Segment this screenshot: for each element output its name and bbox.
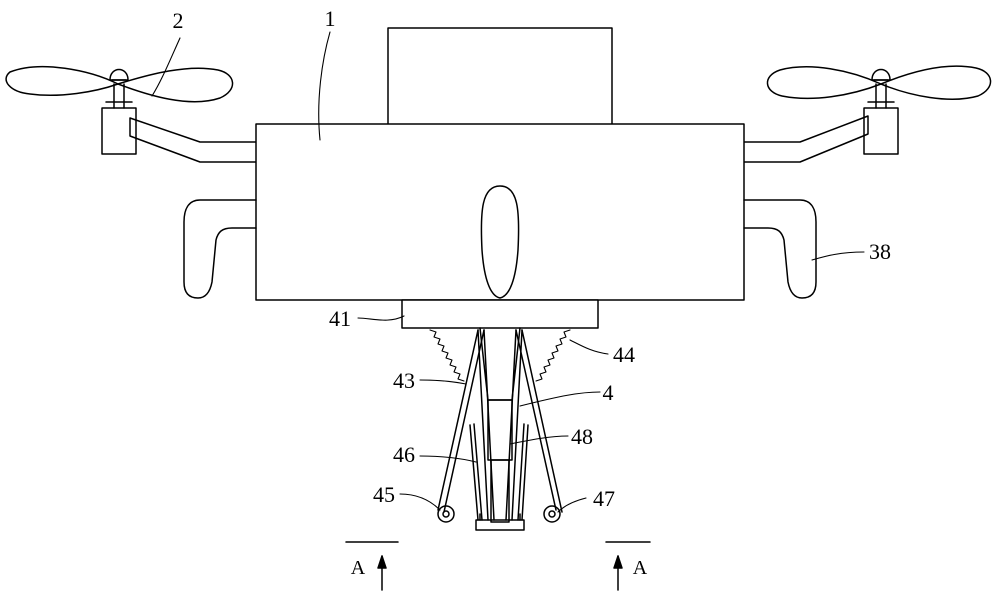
leader-lines [151, 31, 865, 513]
foot-plate [475, 519, 525, 531]
section-marker-left: A [345, 541, 399, 591]
label-assembly: 4 [603, 380, 614, 405]
left-rotor [5, 65, 234, 155]
right-spring [535, 329, 571, 382]
main-body [255, 123, 745, 301]
mount-block [401, 299, 599, 329]
label-propeller: 2 [173, 8, 184, 33]
right-wheel [543, 505, 561, 523]
left-propeller-blade-right [117, 67, 234, 103]
left-landing-leg [183, 199, 257, 299]
right-propeller-blade-right [880, 65, 992, 100]
right-wheel-hub [548, 510, 556, 518]
left-spring [429, 329, 465, 382]
left-rods [437, 329, 495, 521]
left-arm [129, 117, 257, 163]
right-propeller-blade-left [766, 66, 882, 100]
section-label-left: A [351, 557, 366, 579]
label-rod: 43 [393, 368, 415, 393]
label-spring: 44 [613, 342, 635, 367]
central-pod [480, 185, 520, 299]
central-column [479, 327, 521, 523]
right-rotor [766, 65, 992, 155]
right-arm [743, 115, 869, 163]
section-label-right: A [633, 557, 648, 579]
label-link-bar: 46 [393, 442, 415, 467]
left-propeller-blade-left [5, 65, 119, 97]
label-body: 1 [325, 6, 336, 31]
left-wheel [437, 505, 455, 523]
label-telescopic-rod: 48 [571, 424, 593, 449]
right-landing-leg [743, 199, 817, 299]
label-foot-plate: 47 [593, 486, 615, 511]
label-wheel: 45 [373, 482, 395, 507]
label-landing-leg: 38 [869, 239, 891, 264]
right-rods [505, 329, 563, 521]
top-payload-box [387, 27, 613, 127]
section-marker-right: A [605, 541, 651, 591]
left-wheel-hub [442, 510, 450, 518]
label-mount-block: 41 [329, 306, 351, 331]
